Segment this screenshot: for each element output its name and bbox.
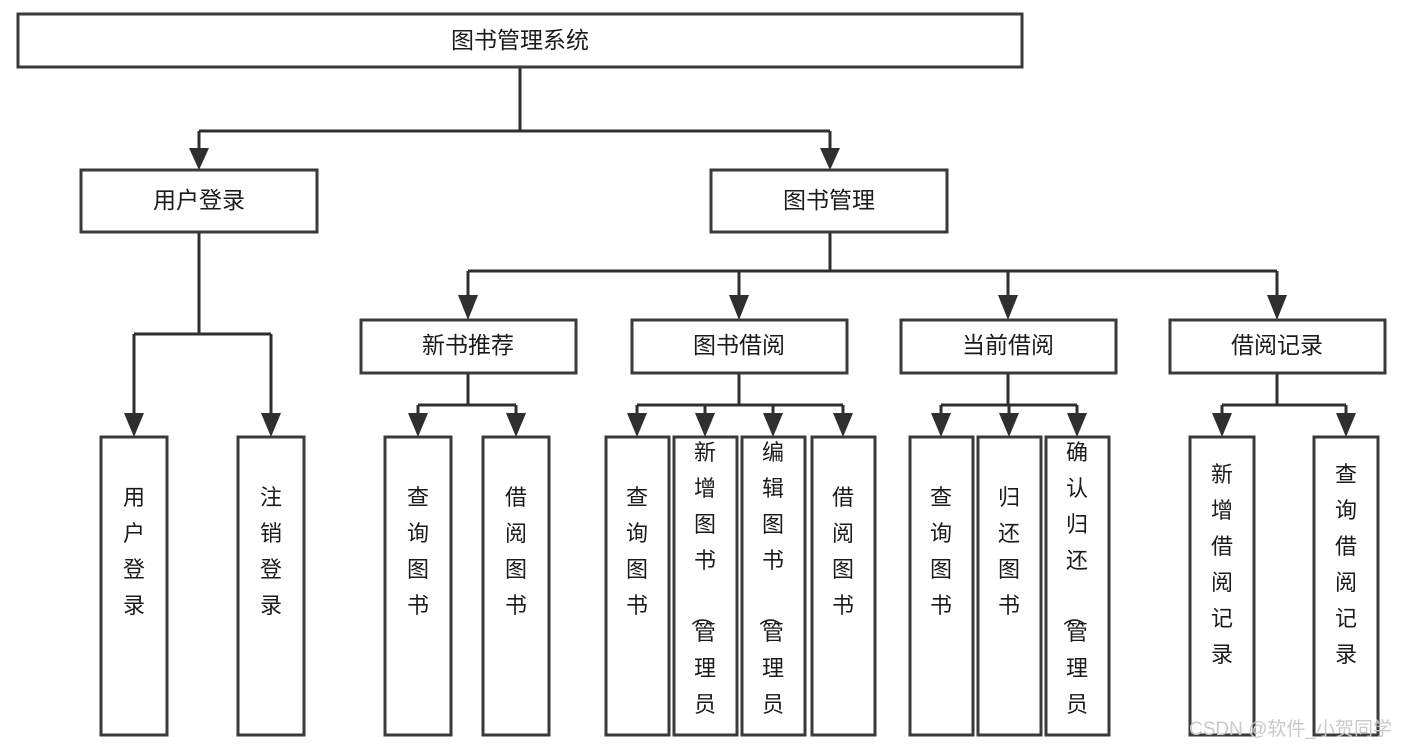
csdn-watermark: CSDN @软件_小贺同学	[1189, 718, 1392, 740]
node-book-borrow-label: 图书借阅	[693, 332, 785, 358]
node-book-manage-box[interactable]	[709, 168, 949, 234]
leaf-borrow-book-1[interactable]: 借阅图书	[481, 435, 551, 737]
leaf-query-book-3-label: 查询图书	[930, 485, 952, 618]
node-user-login-label: 用户登录	[153, 187, 245, 213]
leaf-add-book-box[interactable]	[672, 435, 739, 737]
node-book-borrow-box[interactable]	[630, 318, 849, 375]
leaf-query-book-2-label: 查询图书	[626, 485, 648, 618]
node-user-login-box[interactable]	[79, 168, 319, 234]
leaf-add-record-box[interactable]	[1188, 435, 1256, 737]
leaf-query-book-1-label: 查询图书	[407, 485, 429, 618]
arrowhead-new-book-recommend	[458, 295, 478, 320]
arrowhead-leaf-query-book-2	[627, 413, 647, 437]
node-root-box[interactable]	[16, 12, 1024, 69]
leaf-logout-login-label: 注销登录	[260, 485, 282, 618]
leaf-add-book-label: 新增图书（管理员）	[689, 440, 716, 747]
arrowhead-leaf-borrow-book-2	[833, 413, 853, 437]
leaf-query-book-2-box[interactable]	[604, 435, 671, 737]
node-book-manage[interactable]: 图书管理	[709, 168, 949, 234]
leaf-query-book-3[interactable]: 查询图书	[908, 435, 975, 737]
arrowhead-book-borrow	[729, 295, 749, 320]
arrowhead-leaf-add-record	[1212, 413, 1232, 437]
leaf-add-record-label: 新增借阅记录	[1211, 462, 1233, 667]
arrowhead-leaf-add-book	[695, 413, 715, 437]
leaf-add-record[interactable]: 新增借阅记录	[1188, 435, 1256, 737]
node-user-login[interactable]: 用户登录	[79, 168, 319, 234]
leaf-return-book-label: 归还图书	[998, 485, 1020, 618]
leaf-user-login-box[interactable]	[99, 435, 169, 737]
node-borrow-record[interactable]: 借阅记录	[1168, 318, 1387, 375]
leaf-borrow-book-2[interactable]: 借阅图书	[810, 435, 877, 737]
leaf-return-book[interactable]: 归还图书	[976, 435, 1043, 737]
leaf-query-book-1[interactable]: 查询图书	[383, 435, 453, 737]
node-current-borrow[interactable]: 当前借阅	[899, 318, 1118, 375]
arrowhead-leaf-user-login	[124, 413, 144, 437]
leaf-query-record-box[interactable]	[1312, 435, 1380, 737]
leaf-query-book-1-box[interactable]	[383, 435, 453, 737]
leaf-logout-login-box[interactable]	[236, 435, 306, 737]
arrowhead-user-login	[189, 148, 209, 170]
leaf-logout-login[interactable]: 注销登录	[236, 435, 306, 737]
node-current-borrow-label: 当前借阅	[962, 332, 1054, 358]
leaf-query-record[interactable]: 查询借阅记录	[1312, 435, 1380, 737]
node-current-borrow-box[interactable]	[899, 318, 1118, 375]
leaf-query-book-2[interactable]: 查询图书	[604, 435, 671, 737]
node-new-book-recommend[interactable]: 新书推荐	[359, 318, 578, 375]
leaf-edit-book[interactable]: 编辑图书（管理员）	[740, 435, 807, 747]
leaf-edit-book-box[interactable]	[740, 435, 807, 737]
arrowhead-leaf-query-book-1	[408, 413, 428, 437]
arrowhead-leaf-query-book-3	[931, 413, 951, 437]
leaf-borrow-book-1-box[interactable]	[481, 435, 551, 737]
arrowhead-current-borrow	[998, 295, 1018, 320]
arrowhead-leaf-confirm-return	[1067, 413, 1087, 437]
leaf-return-book-box[interactable]	[976, 435, 1043, 737]
node-new-book-recommend-box[interactable]	[359, 318, 578, 375]
arrowhead-leaf-return-book	[999, 413, 1019, 437]
node-borrow-record-label: 借阅记录	[1231, 332, 1323, 358]
leaf-user-login-label: 用户登录	[123, 485, 145, 618]
node-root-label: 图书管理系统	[451, 27, 589, 53]
leaf-confirm-return-box[interactable]	[1044, 435, 1111, 737]
arrowhead-book-manage	[820, 148, 840, 170]
leaf-user-login[interactable]: 用户登录	[99, 435, 169, 737]
leaf-query-record-label: 查询借阅记录	[1335, 462, 1357, 667]
arrowhead-leaf-logout-login	[261, 413, 281, 437]
leaf-borrow-book-1-label: 借阅图书	[505, 485, 527, 618]
node-book-borrow[interactable]: 图书借阅	[630, 318, 849, 375]
arrowhead-leaf-edit-book	[763, 413, 783, 437]
connector-layer	[124, 67, 1356, 437]
node-new-book-recommend-label: 新书推荐	[422, 332, 514, 358]
leaf-confirm-return[interactable]: 确认归还（管理员）	[1044, 435, 1111, 747]
leaf-add-book[interactable]: 新增图书（管理员）	[672, 435, 739, 747]
leaf-query-book-3-box[interactable]	[908, 435, 975, 737]
arrowhead-leaf-borrow-book-1	[506, 413, 526, 437]
leaf-borrow-book-2-label: 借阅图书	[832, 485, 854, 618]
leaf-edit-book-label: 编辑图书（管理员）	[757, 440, 784, 747]
node-borrow-record-box[interactable]	[1168, 318, 1387, 375]
leaf-borrow-book-2-box[interactable]	[810, 435, 877, 737]
node-root[interactable]: 图书管理系统	[16, 12, 1024, 69]
leaf-confirm-return-label: 确认归还（管理员）	[1061, 440, 1088, 747]
node-book-manage-label: 图书管理	[783, 187, 875, 213]
arrowhead-borrow-record	[1267, 295, 1287, 320]
arrowhead-leaf-query-record	[1336, 413, 1356, 437]
